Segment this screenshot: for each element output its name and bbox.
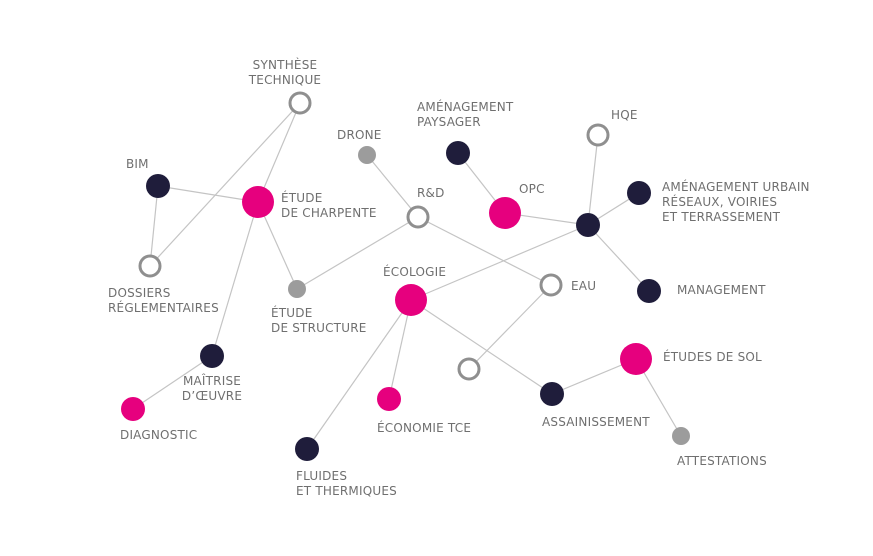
node-management [637,279,661,303]
label-attestations: ATTESTATIONS [677,454,767,468]
node-amenagement-urbain [627,181,651,205]
edge-synthese-charpente [257,102,301,203]
edge-ecologie-assainissement [410,299,553,395]
label-etude-de-structure: ÉTUDE DE STRUCTURE [271,306,367,335]
node-paysager [446,141,470,165]
edge-hub-hqe [587,134,599,226]
edge-synthese-dossiers [149,102,301,267]
node-attestations [672,427,690,445]
node-diagnostic [121,397,145,421]
label-amenagement-paysager: AMÉNAGEMENT PAYSAGER [417,100,514,129]
edge-drone-rd [366,154,419,218]
label-assainissement: ASSAINISSEMENT [542,415,650,429]
node-economie [377,387,401,411]
label-economie-tce: ÉCONOMIE TCE [377,421,472,435]
edge-charpente-maitrise [211,201,259,357]
node-eau-ring2 [457,357,481,381]
label-bim: BIM [126,157,149,171]
node-eau [539,273,563,297]
node-fluides [295,437,319,461]
node-charpente [242,186,274,218]
node-assainissement [540,382,564,406]
node-dossiers [138,254,162,278]
node-ecologie [395,284,427,316]
node-rd [406,205,430,229]
edge-bim-charpente [157,185,259,203]
edge-hub-ecologie [410,224,589,301]
label-maitrise-doeuvre: MAÎTRISE D’ŒUVRE [181,374,243,403]
label-synthese-technique: SYNTHÈSE TECHNIQUE [248,58,322,87]
node-bim [146,174,170,198]
edge-hub-management [587,224,650,292]
nodes-group [121,91,690,461]
edge-ecologie-economie [388,299,412,400]
edge-rd-structure [296,216,419,290]
label-etude-de-charpente: ÉTUDE DE CHARPENTE [281,191,377,220]
node-hqe [586,123,610,147]
label-eau: EAU [571,279,597,293]
node-structure [288,280,306,298]
label-diagnostic: DIAGNOSTIC [120,428,198,442]
label-opc: OPC [519,182,545,196]
label-management: MANAGEMENT [677,283,766,297]
edge-rd-eau [417,216,552,286]
label-drone: DRONE [337,128,382,142]
label-hqe: HQE [611,108,638,122]
node-etudes-sol [620,343,652,375]
edge-ecologie-fluides [306,299,412,450]
label-dossiers-reglementaires: DOSSIERS RÉGLEMENTAIRES [108,286,219,315]
node-maitrise [200,344,224,368]
label-ecologie: ÉCOLOGIE [383,265,447,279]
edge-maitrise-diagnostic [132,355,213,410]
edge-bim-dossiers [149,185,159,267]
label-etudes-de-sol: ÉTUDES DE SOL [663,350,762,364]
node-opc [489,197,521,229]
label-rd: R&D [417,186,445,200]
node-synthese [288,91,312,115]
label-fluides-et-thermiques: FLUIDES ET THERMIQUES [296,469,397,498]
node-hub [576,213,600,237]
label-amenagement-urbain: AMÉNAGEMENT URBAIN RÉSEAUX, VOIRIES ET T… [662,180,810,224]
edge-eau-eau_ring2 [468,284,552,370]
node-drone [358,146,376,164]
